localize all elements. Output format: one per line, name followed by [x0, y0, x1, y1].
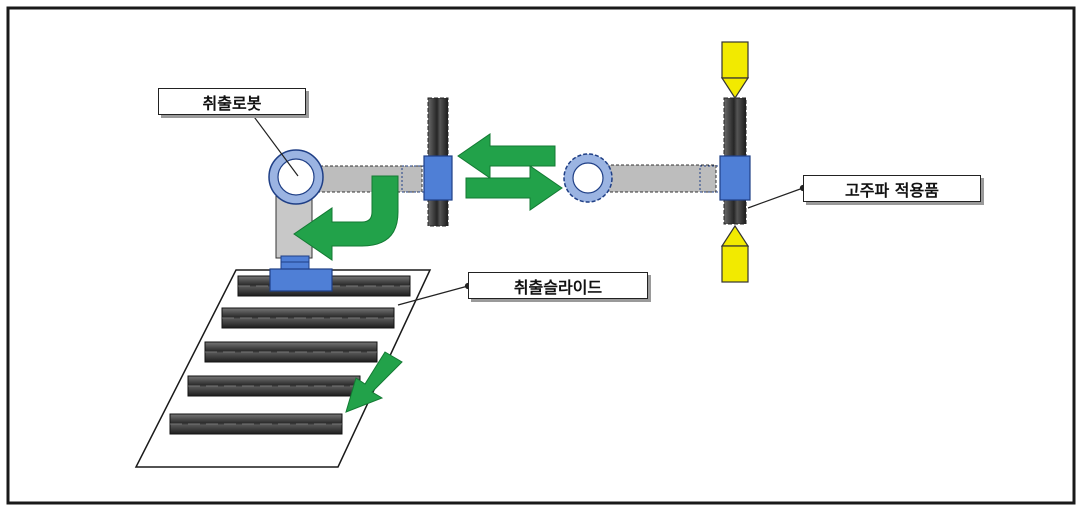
left-fixture-clamp: [423, 155, 453, 201]
label-high-frequency-part: 고주파 적용품: [803, 175, 981, 202]
robot-head-icon: [268, 149, 324, 205]
robot-head-icon: [563, 153, 717, 203]
label-robot: 취출로봇: [158, 88, 306, 115]
green-arrow-icon: [457, 133, 563, 211]
yellow-electrode-icon: [720, 224, 750, 283]
right-fixture-clamp: [719, 155, 751, 201]
green-arrow-icon: [293, 175, 399, 261]
yellow-electrode-icon: [720, 41, 750, 100]
shaft-workpiece-icon: [169, 275, 411, 435]
robot-gripper: [269, 268, 333, 292]
green-arrow-icon: [345, 351, 403, 413]
label-slide: 취출슬라이드: [468, 272, 648, 299]
